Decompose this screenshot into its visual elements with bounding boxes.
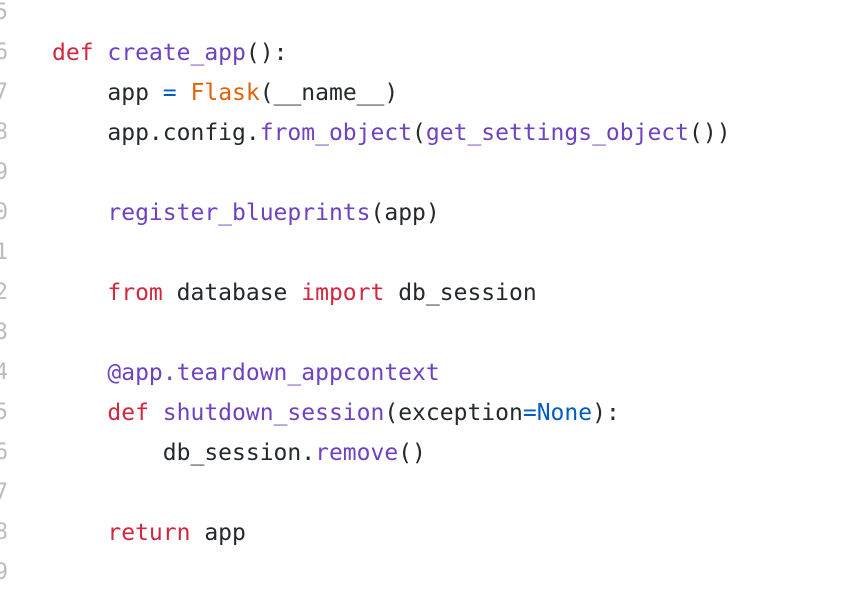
code-token: shutdown_session [162, 400, 385, 426]
code-token: app [52, 80, 163, 106]
code-token: ()) [689, 120, 731, 146]
code-line[interactable]: 7 [0, 473, 848, 513]
code-token: None [536, 400, 593, 426]
code-text: from database import db_session [52, 273, 537, 313]
code-line[interactable]: 9 [0, 553, 848, 593]
code-token: from_object [259, 120, 413, 146]
code-line[interactable]: 4 @app.teardown_appcontext [0, 353, 848, 393]
code-text: register_blueprints(app) [52, 193, 440, 233]
code-token: = [522, 400, 537, 426]
code-token: @app.teardown_appcontext [107, 360, 440, 386]
line-number: 8 [0, 120, 8, 145]
line-number: 6 [0, 40, 8, 65]
code-token: db_session. [52, 440, 316, 466]
code-token: create_app [107, 40, 246, 66]
line-number: 9 [0, 560, 8, 585]
code-token: return [107, 520, 191, 546]
code-line[interactable]: 9 [0, 153, 848, 193]
code-line[interactable]: 0 register_blueprints(app) [0, 193, 848, 233]
code-token: register_blueprints [107, 200, 371, 226]
code-text: @app.teardown_appcontext [52, 353, 440, 393]
code-line[interactable]: 3 [0, 313, 848, 353]
code-text: return app [52, 513, 246, 553]
code-token: ( [412, 120, 426, 146]
code-token [52, 360, 107, 386]
code-token: (): [245, 40, 288, 66]
code-token [177, 80, 191, 106]
code-text: def shutdown_session(exception=None): [52, 393, 620, 433]
code-token [52, 520, 107, 546]
code-token: remove [315, 440, 399, 466]
line-number: 9 [0, 160, 8, 185]
code-token: (exception [384, 400, 523, 426]
code-text: def create_app(): [52, 33, 287, 73]
line-number: 4 [0, 360, 8, 385]
line-number: 8 [0, 520, 8, 545]
code-text: app = Flask(__name__) [52, 73, 398, 113]
code-token: def [52, 40, 94, 66]
code-line[interactable]: 7 app = Flask(__name__) [0, 73, 848, 113]
code-token: (__name__) [259, 80, 399, 106]
code-token: def [107, 400, 149, 426]
code-line[interactable]: 6 def create_app(): [0, 33, 848, 73]
code-line[interactable]: 1 [0, 233, 848, 273]
line-number: 6 [0, 440, 8, 465]
code-token: (app) [370, 200, 440, 226]
code-token: database [162, 280, 302, 306]
code-token [52, 400, 107, 426]
code-line[interactable]: 5 def shutdown_session(exception=None): [0, 393, 848, 433]
code-text: app.config.from_object(get_settings_obje… [52, 113, 731, 153]
code-text: db_session.remove() [52, 433, 426, 473]
code-line[interactable]: 6 db_session.remove() [0, 433, 848, 473]
line-number: 0 [0, 200, 8, 225]
line-number: 2 [0, 280, 8, 305]
code-token: () [398, 440, 426, 466]
code-token [52, 280, 107, 306]
line-number: 1 [0, 240, 8, 265]
code-token [149, 400, 163, 426]
code-token [52, 200, 107, 226]
code-token: = [162, 80, 177, 106]
code-token: ): [592, 400, 620, 426]
code-token: import [301, 280, 385, 306]
code-token [94, 40, 108, 66]
line-number: 3 [0, 320, 8, 345]
code-line[interactable]: 8 return app [0, 513, 848, 553]
code-line[interactable]: 5 [0, 0, 848, 33]
line-number: 7 [0, 80, 8, 105]
line-number: 5 [0, 400, 8, 425]
code-token: app [190, 520, 246, 546]
line-number: 7 [0, 480, 8, 505]
code-token: app.config. [52, 120, 260, 146]
code-token: Flask [190, 80, 260, 106]
code-line[interactable]: 2 from database import db_session [0, 273, 848, 313]
code-line[interactable]: 8 app.config.from_object(get_settings_ob… [0, 113, 848, 153]
code-token: from [107, 280, 163, 306]
line-number: 5 [0, 0, 8, 25]
code-token: get_settings_object [425, 120, 690, 146]
code-token: db_session [384, 280, 537, 306]
